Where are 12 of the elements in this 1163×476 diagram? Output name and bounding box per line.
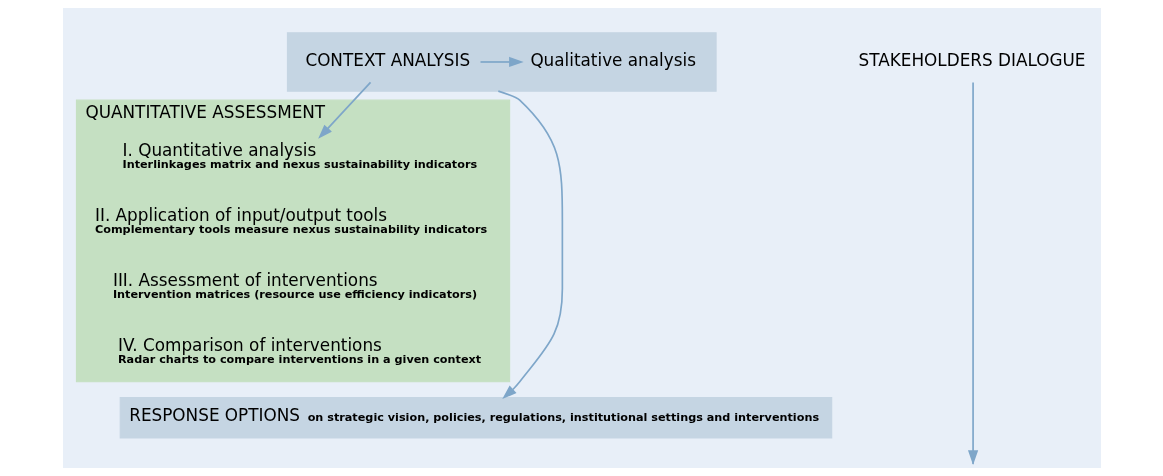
node-box: RESPONSE OPTIONS on strategic vision, policies, regulations, institutional settings and interventions: [119, 396, 832, 439]
cluster: [286, 32, 717, 92]
node-text: III. Assessment of interventions Intervention matrices (resource use efficiency indicators): [112, 269, 477, 302]
node-text: Qualitative analysis: [529, 49, 696, 70]
arrow: [479, 56, 524, 68]
node-text: II. Application of input/output tools Complementary tools measure nexus sustainability indicators: [94, 204, 487, 237]
node-text: IV. Comparison of interventions Radar charts to compare interventions in a given context: [117, 334, 481, 367]
node-text: I. Quantitative analysis Interlinkages matrix and nexus sustainability indicators: [121, 139, 477, 172]
arrow: [497, 90, 563, 400]
node-text: STAKEHOLDERS DIALOGUE: [858, 49, 1085, 70]
node-text: CONTEXT ANALYSIS: [304, 49, 470, 70]
arrow: [317, 81, 371, 139]
